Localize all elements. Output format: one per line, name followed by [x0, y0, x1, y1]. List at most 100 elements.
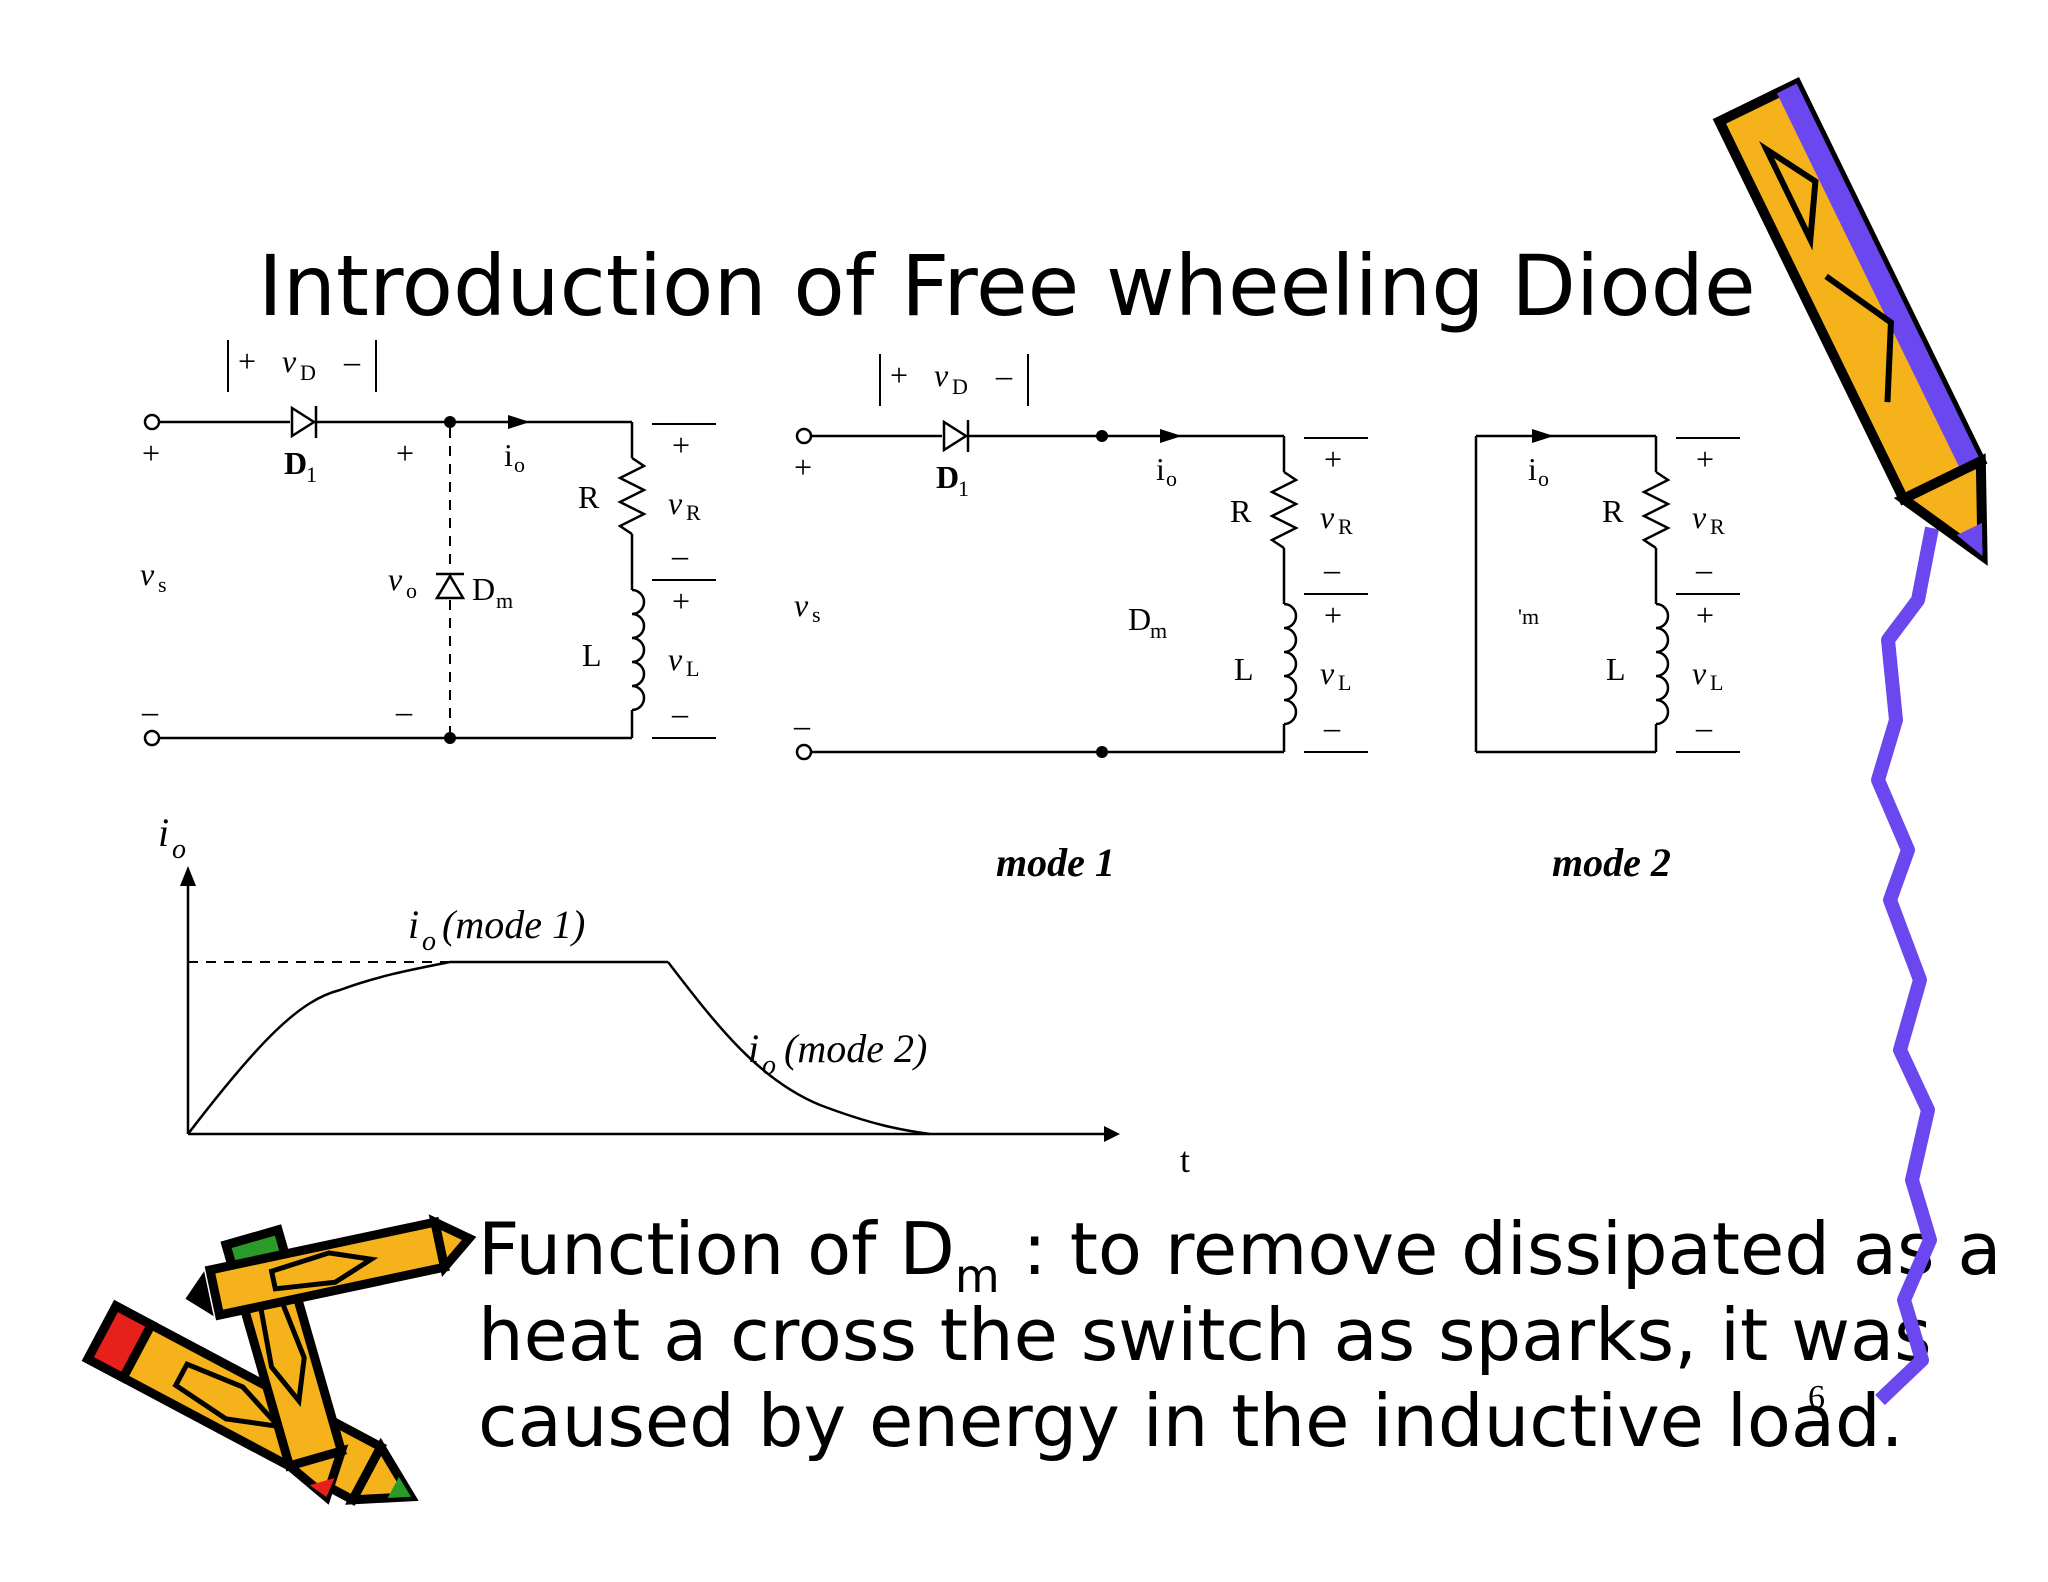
l-label: L [582, 637, 602, 673]
function-line-1: Function of Dm : to remove dissipated as… [478, 1207, 2001, 1303]
x-axis-arrow-icon [1104, 1126, 1120, 1142]
m1-vl-minus: – [1323, 709, 1341, 745]
vo-sub: o [406, 578, 417, 603]
vr-label: v [668, 485, 683, 521]
m1-vl-label: v [1320, 655, 1335, 691]
dm-sub: m [496, 588, 513, 613]
function-description: Function of Dm : to remove dissipated as… [478, 1207, 2001, 1463]
y-axis-arrow-icon [180, 866, 196, 886]
m1-vd-label: v [934, 357, 949, 393]
m1-l-label: L [1234, 651, 1254, 687]
io-sub: o [514, 452, 525, 477]
m1-diode-d1-icon [942, 419, 969, 453]
m1-inductor-icon [1283, 602, 1298, 726]
io-mode2-curve [667, 961, 931, 1136]
curve1-sub: o [422, 926, 436, 957]
m1-dm-partial: D [1128, 601, 1151, 637]
vr-plus: + [672, 427, 690, 463]
curve2-var: i [748, 1026, 759, 1071]
vd-label: v [282, 343, 297, 379]
m1-resistor-icon [1269, 470, 1299, 550]
m1-io-arrow-icon [1160, 429, 1182, 443]
pencil-decoration-icon [1712, 76, 1988, 566]
io-arrow-icon [508, 415, 530, 429]
vd-plus: + [238, 343, 256, 379]
m1-r-label: R [1230, 493, 1252, 529]
slide-title: Introduction of Free wheeling Diode [258, 237, 1756, 335]
y-axis-label: i [158, 810, 169, 855]
m2-vr-minus: – [1695, 551, 1713, 587]
vs-plus: + [142, 435, 160, 471]
vl-sub: L [686, 656, 699, 681]
inductor-l-icon [631, 588, 646, 712]
m1-vr-label: v [1320, 499, 1335, 535]
m1-vd-sub: D [952, 374, 968, 399]
m2-vl-minus: – [1695, 709, 1713, 745]
resistor-r-icon [617, 456, 647, 536]
function-line-3: caused by energy in the inductive load. [478, 1379, 1904, 1463]
m1-vs-plus: + [794, 449, 812, 485]
m2-io-label: i [1528, 451, 1537, 487]
vl-plus: + [672, 583, 690, 619]
vl-minus: – [671, 695, 689, 731]
y-axis-label-sub: o [172, 834, 186, 865]
input-terminal-bottom [143, 729, 161, 747]
r-label: R [578, 479, 600, 515]
m2-resistor-icon [1641, 470, 1671, 550]
mode1-circuit-diagram: + v D – + – v s D 1 i o D m R L + v [793, 354, 1368, 761]
vs-label: v [140, 556, 155, 592]
m1-vl-plus: + [1324, 597, 1342, 633]
m2-vr-sub: R [1710, 514, 1725, 539]
m2-dm-partial: 'm [1518, 604, 1539, 629]
m1-vr-sub: R [1338, 514, 1353, 539]
vo-label: v [388, 561, 403, 597]
m2-l-label: L [1606, 651, 1626, 687]
squiggle-decoration-icon [1871, 526, 1939, 1406]
function-line-2: heat a cross the switch as sparks, it wa… [478, 1293, 1932, 1377]
m2-io-arrow-icon [1532, 429, 1554, 443]
m2-vr-plus: + [1696, 441, 1714, 477]
m1-vd-minus: – [995, 357, 1013, 393]
m2-vl-sub: L [1710, 670, 1723, 695]
d1-sub: 1 [306, 462, 317, 487]
vd-minus: – [343, 343, 361, 379]
m1-d1-sub: 1 [958, 476, 969, 501]
m2-io-sub: o [1538, 466, 1549, 491]
m1-vr-minus: – [1323, 551, 1341, 587]
current-waveform-graph: i o t i o (mode 1) i o (mode 2) [158, 810, 1190, 1180]
diode-d1-icon [290, 405, 317, 439]
curve2-label: (mode 2) [784, 1026, 927, 1071]
io-label: i [504, 437, 513, 473]
m1-dm-sub: m [1150, 618, 1167, 643]
d1-label: D [284, 445, 307, 481]
m1-io-label: i [1156, 451, 1165, 487]
m1-vd-plus: + [890, 357, 908, 393]
vr-sub: R [686, 500, 701, 525]
vl-label: v [668, 641, 683, 677]
vd-sub: D [300, 360, 316, 385]
m1-vs-minus: – [793, 707, 811, 743]
page-number: 6 [1808, 1379, 1825, 1416]
curve1-label: (mode 1) [442, 902, 585, 947]
m2-r-label: R [1602, 493, 1624, 529]
m1-vl-sub: L [1338, 670, 1351, 695]
curve1-var: i [408, 902, 419, 947]
curve2-sub: o [762, 1050, 776, 1081]
m2-vr-label: v [1692, 499, 1707, 535]
m2-vl-plus: + [1696, 597, 1714, 633]
mode1-caption: mode 1 [996, 840, 1115, 885]
dm-label: D [472, 571, 495, 607]
mode2-circuit-diagram: i o 'm R L + v R – + v L – [1474, 429, 1740, 754]
crossed-pencils-decoration-icon [81, 1214, 477, 1506]
vs-sub: s [158, 572, 167, 597]
mode2-caption: mode 2 [1552, 840, 1671, 885]
vs-minus: – [141, 693, 159, 729]
m1-vr-plus: + [1324, 441, 1342, 477]
input-terminal-top [143, 413, 161, 431]
m1-vs-sub: s [812, 602, 821, 627]
io-mode1-curve [187, 960, 668, 1135]
m2-inductor-icon [1655, 602, 1670, 726]
m2-vl-label: v [1692, 655, 1707, 691]
x-axis-label: t [1180, 1140, 1190, 1180]
